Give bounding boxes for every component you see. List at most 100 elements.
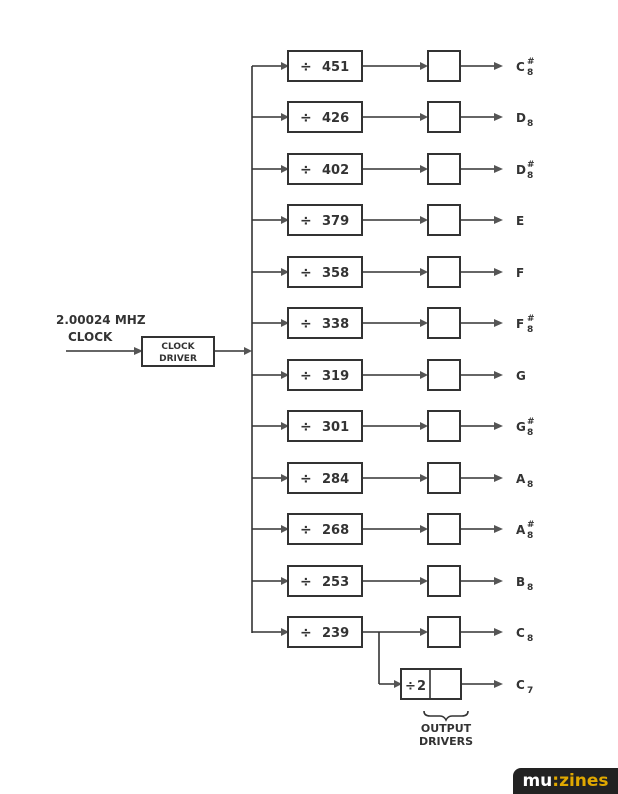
driver-input-arrow-icon [420,577,428,585]
divider-box [287,256,363,288]
note-sharp-mark: # [527,314,535,324]
divisor-value: 402 [322,163,349,178]
note-label: A [516,472,526,486]
branch-arrow-icon [394,680,402,688]
output-arrow-icon [494,165,503,173]
input-clock-label: CLOCK [68,330,113,344]
note-sharp-mark: # [527,417,535,427]
divider-input-arrow-icon [281,216,289,224]
driver-input-arrow-icon [420,62,428,70]
divider-input-arrow-icon [281,113,289,121]
c7-note-label: C [516,678,525,692]
note-sharp-mark: # [527,160,535,170]
output-arrow-icon [494,525,503,533]
divider-input-arrow-icon [281,165,289,173]
divisor-value: 253 [322,575,349,590]
brand-part2: :zines [552,771,609,791]
divide-symbol: ÷ [300,574,312,590]
driver-input-arrow-icon [420,319,428,327]
divide-symbol: ÷ [300,522,312,538]
divide-symbol: ÷ [300,59,312,75]
output-arrow-icon [494,216,503,224]
output-driver-box [427,410,461,442]
divide-symbol: ÷ [300,265,312,281]
driver-input-arrow-icon [420,525,428,533]
divider-box [287,307,363,339]
muzines-logo: mu:zines [513,768,618,794]
divider-input-arrow-icon [281,525,289,533]
output-arrow-icon [494,422,503,430]
clock-driver-label-line1: CLOCK [161,342,195,352]
clock-driver-label-line2: DRIVER [159,354,197,364]
driver-input-arrow-icon [420,474,428,482]
output-driver-box [427,256,461,288]
divider-input-arrow-icon [281,577,289,585]
output-drivers-label-line1: OUTPUT [421,722,472,735]
output-driver-box [427,359,461,391]
output-driver-box [427,101,461,133]
note-label: D [516,111,526,125]
output-arrow-icon [494,268,503,276]
output-drivers-brace [423,710,469,722]
divider-input-arrow-icon [281,371,289,379]
note-label: F [516,317,524,331]
divisor-value: 268 [322,523,349,538]
output-arrow-icon [494,628,503,636]
note-octave-subscript: 8 [527,325,533,335]
divider-input-arrow-icon [281,628,289,636]
note-label: G [516,420,526,434]
driver-input-arrow-icon [420,216,428,224]
driver-input-arrow-icon [420,628,428,636]
divide-symbol: ÷ [300,625,312,641]
note-label: A [516,523,526,537]
output-driver-box [427,462,461,494]
divide-symbol: ÷ [300,213,312,229]
note-octave-subscript: 8 [527,171,533,181]
note-label: D [516,163,526,177]
divisor-value: 301 [322,420,349,435]
output-driver-box [427,153,461,185]
divider-input-arrow-icon [281,268,289,276]
divide-symbol: ÷ [300,368,312,384]
note-octave-subscript: 8 [527,634,533,644]
divider-box [287,410,363,442]
divisor-value: 379 [322,214,349,229]
output-drivers-label-line2: DRIVERS [419,735,473,748]
divider-box [287,616,363,648]
divisor-value: 239 [322,626,349,641]
divisor-value: 426 [322,111,349,126]
divide-by-two-symbol: ÷ [405,679,416,694]
brand-part1: mu [522,771,553,791]
output-arrow-icon [494,371,503,379]
divide-symbol: ÷ [300,110,312,126]
divide-symbol: ÷ [300,316,312,332]
divider-box [287,462,363,494]
output-driver-box [427,513,461,545]
output-arrow-icon [494,62,503,70]
output-arrow-icon [494,113,503,121]
note-label: C [516,60,525,74]
divider-row: ÷ 402 D#8 [252,153,535,185]
output-driver-box [427,50,461,82]
driver-input-arrow-icon [420,113,428,121]
divisor-value: 451 [322,60,349,75]
driver-input-arrow-icon [420,371,428,379]
divide-symbol: ÷ [300,162,312,178]
note-octave-subscript: 8 [527,428,533,438]
divider-input-arrow-icon [281,319,289,327]
note-label: G [516,369,526,383]
divide-symbol: ÷ [300,471,312,487]
note-sharp-mark: # [527,57,535,67]
note-label: F [516,266,524,280]
divide-by-two-stage: ÷ 2 C 7 OUTPUT DRIVERS [378,632,533,748]
